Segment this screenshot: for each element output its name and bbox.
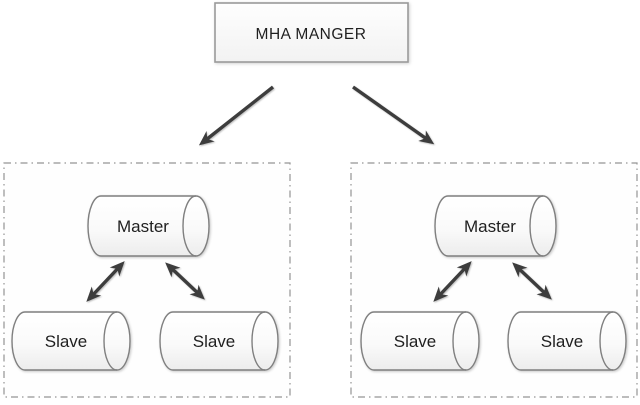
right-arrow-master-slave1 [433, 261, 472, 302]
right-slave1-label: Slave [394, 332, 437, 351]
mha-manager-label: MHA MANGER [256, 26, 367, 43]
left-master-label: Master [117, 217, 169, 236]
right-slave1-cylinder: Slave [360, 311, 480, 371]
left-arrow-master-slave1 [86, 261, 125, 302]
arrow-manager-to-right-cluster [352, 85, 435, 145]
left-slave1-label: Slave [45, 332, 88, 351]
left-slave2-cylinder: Slave [159, 311, 279, 371]
right-master-cylinder: Master [434, 195, 557, 257]
left-master-cylinder: Master [87, 195, 210, 257]
right-slave2-label: Slave [541, 332, 584, 351]
arrow-manager-to-left-cluster [198, 85, 275, 146]
right-slave2-cylinder: Slave [507, 311, 627, 371]
left-slave2-label: Slave [193, 332, 236, 351]
left-arrow-master-slave2 [165, 262, 205, 300]
mha-manager-box [214, 2, 409, 63]
right-master-label: Master [464, 217, 516, 236]
left-slave1-cylinder: Slave [11, 311, 131, 371]
right-arrow-master-slave2 [512, 262, 552, 300]
